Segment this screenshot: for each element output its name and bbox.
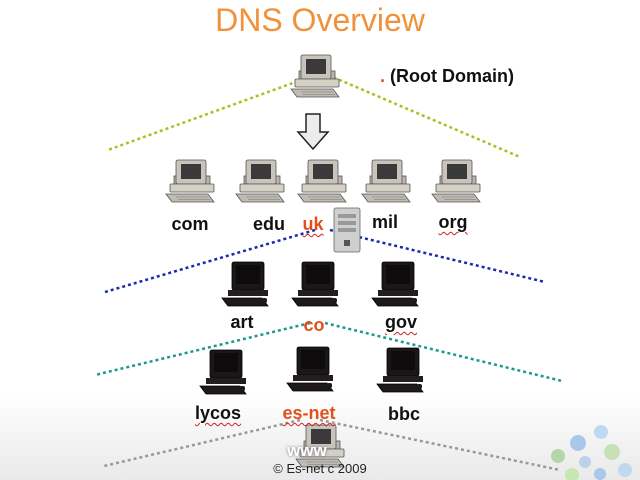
server-tower-icon bbox=[333, 207, 361, 253]
sld-label-gov: gov bbox=[384, 312, 418, 332]
computer-co-icon bbox=[291, 261, 339, 307]
tld-label-mil: mil bbox=[371, 212, 399, 232]
connector-co-left bbox=[94, 321, 311, 377]
connector-root-right bbox=[327, 73, 521, 159]
root-dot: . bbox=[380, 66, 386, 86]
computer-gov-icon bbox=[371, 261, 419, 307]
host-label-es-net: es-net bbox=[282, 403, 336, 423]
root-domain-text: (Root Domain) bbox=[390, 66, 515, 86]
computer-lycos-icon bbox=[199, 349, 247, 395]
computer-edu-icon bbox=[235, 159, 285, 203]
host-label-bbc: bbc bbox=[387, 404, 421, 424]
copyright-text: © Es-net c 2009 bbox=[273, 461, 367, 476]
root-domain-label: . (Root Domain) bbox=[380, 66, 514, 87]
root-computer-icon bbox=[290, 54, 340, 98]
computer-uk-icon bbox=[297, 159, 347, 203]
host-label-lycos: lycos bbox=[194, 403, 242, 423]
connector-uk-right bbox=[329, 228, 546, 284]
tld-label-com: com bbox=[171, 214, 209, 234]
connector-esnet-left bbox=[103, 418, 301, 468]
connector-esnet-right bbox=[319, 418, 561, 472]
computer-mil-icon bbox=[361, 159, 411, 203]
computer-com-icon bbox=[165, 159, 215, 203]
computer-esnet-icon bbox=[286, 346, 334, 392]
tld-label-org: org bbox=[438, 212, 468, 232]
computer-art-icon bbox=[221, 261, 269, 307]
sld-label-art: art bbox=[230, 312, 254, 332]
connector-root-left bbox=[107, 73, 316, 152]
computer-org-icon bbox=[431, 159, 481, 203]
sld-label-co: co bbox=[303, 315, 325, 335]
page-title: DNS Overview bbox=[215, 2, 425, 38]
host-label-www: www bbox=[287, 441, 327, 460]
decorative-bubbles-icon bbox=[551, 425, 632, 480]
connector-co-right bbox=[324, 321, 563, 383]
connector-uk-left bbox=[104, 228, 316, 294]
down-arrow-icon bbox=[296, 113, 330, 151]
tld-label-edu: edu bbox=[252, 214, 286, 234]
computer-bbc-icon bbox=[376, 347, 424, 393]
tld-label-uk: uk bbox=[302, 214, 324, 234]
